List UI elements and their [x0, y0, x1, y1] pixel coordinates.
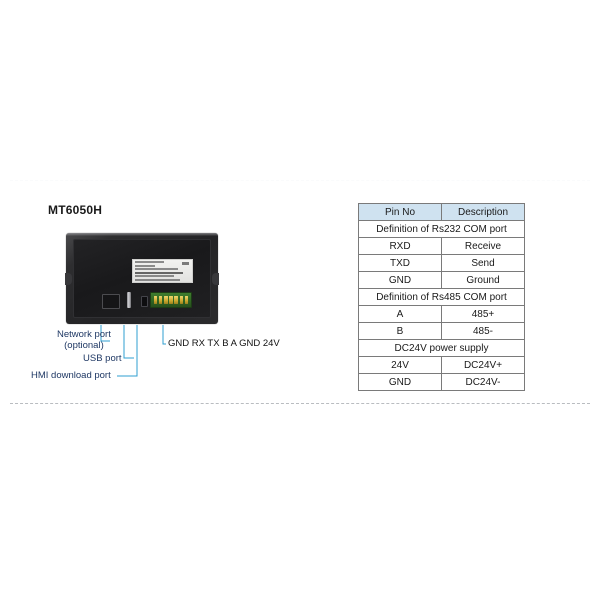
- download-port: [141, 296, 148, 307]
- divider-top: [10, 180, 590, 181]
- table-cell-description: 485-: [441, 322, 525, 340]
- device-bezel: [65, 233, 219, 324]
- product-rating-label: [132, 259, 193, 283]
- terminal-screw: [158, 296, 163, 304]
- table-cell-pin: B: [358, 322, 442, 340]
- terminal-screw: [169, 296, 173, 304]
- ethernet-port: [102, 294, 120, 309]
- callout-usb-port: USB port: [83, 353, 122, 364]
- table-cell-pin: A: [358, 305, 442, 323]
- table-section-cell: DC24V power supply: [358, 339, 525, 357]
- label-line: [135, 275, 174, 278]
- column-header-description: Description: [441, 203, 525, 221]
- terminal-screw: [153, 296, 158, 304]
- table-row: Definition of Rs232 COM port: [358, 220, 525, 238]
- callout-terminal-pinout: GND RX TX B A GND 24V: [168, 338, 280, 349]
- divider-bottom: [10, 403, 590, 404]
- table-cell-pin: GND: [358, 271, 442, 289]
- device-back-plate: [73, 239, 211, 318]
- label-line: [135, 264, 155, 267]
- table-cell-description: DC24V-: [441, 373, 525, 391]
- callout-network-port: Network port (optional): [57, 329, 111, 351]
- table-section-cell: Definition of Rs232 COM port: [358, 220, 525, 238]
- terminal-screw: [164, 296, 168, 304]
- table-cell-description: 485+: [441, 305, 525, 323]
- label-line: [135, 278, 181, 281]
- hmi-panel-rear-view: [65, 233, 219, 324]
- barcode-line: [135, 271, 184, 274]
- pin-definition-table: Pin No Description Definition of Rs232 C…: [358, 203, 525, 391]
- pin-table-head: Pin No Description: [358, 203, 525, 221]
- label-line: [135, 261, 164, 263]
- table-header-row: Pin No Description: [358, 203, 525, 221]
- table-cell-pin: TXD: [358, 254, 442, 272]
- table-section-cell: Definition of Rs485 COM port: [358, 288, 525, 306]
- table-cell-pin: 24V: [358, 356, 442, 374]
- table-cell-pin: GND: [358, 373, 442, 391]
- mount-notch-left: [65, 273, 72, 285]
- table-cell-description: Receive: [441, 237, 525, 255]
- page-title: MT6050H: [48, 203, 103, 217]
- certification-mark-icon: [182, 262, 189, 265]
- callout-network-port-line1: Network port: [57, 329, 111, 340]
- usb-port: [127, 292, 131, 308]
- column-header-pin-no: Pin No: [358, 203, 442, 221]
- terminal-block: [150, 292, 192, 308]
- table-cell-description: DC24V+: [441, 356, 525, 374]
- table-cell-pin: RXD: [358, 237, 442, 255]
- terminal-screw: [179, 296, 184, 304]
- table-cell-description: Send: [441, 254, 525, 272]
- mount-notch-right: [212, 273, 219, 285]
- callout-hmi-download-port: HMI download port: [31, 370, 111, 381]
- table-row: Definition of Rs485 COM port: [358, 288, 525, 306]
- table-row: DC24V power supply: [358, 339, 525, 357]
- label-line: [135, 268, 178, 271]
- terminal-screw: [174, 296, 178, 304]
- table-cell-description: Ground: [441, 271, 525, 289]
- callout-network-port-line2: (optional): [64, 339, 104, 351]
- terminal-screw: [184, 296, 189, 304]
